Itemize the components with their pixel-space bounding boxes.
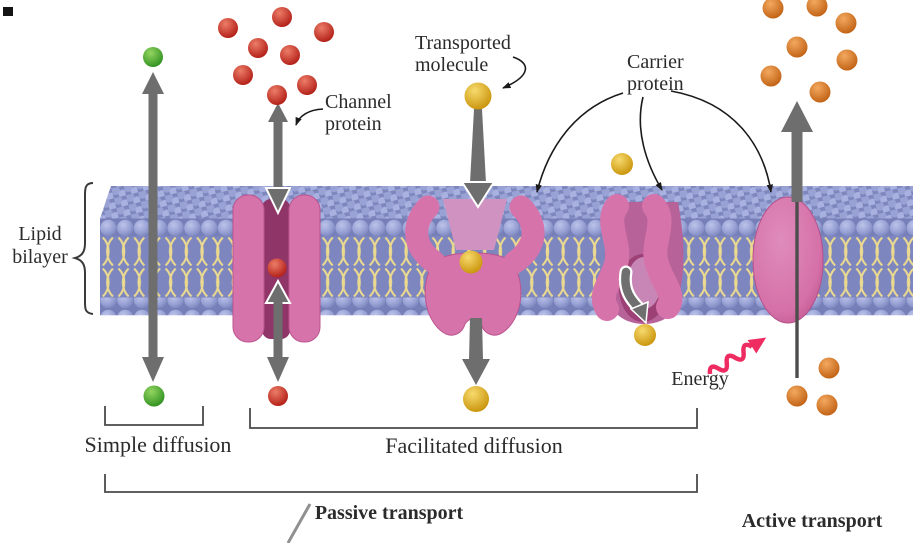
carrier-protein-open-top xyxy=(405,195,545,336)
carrier1-right-arm xyxy=(503,195,545,274)
orange-molecule-cluster-bottom xyxy=(786,357,840,416)
channel-lower-arrow-icon xyxy=(264,278,292,382)
red-molecule-in-channel xyxy=(267,258,287,278)
green-molecules xyxy=(143,47,165,407)
simple-diffusion-bracket xyxy=(104,406,204,426)
yellow-molecule-in-carrier xyxy=(459,250,483,274)
carrier-protein-pointer-arrow-right xyxy=(670,90,773,193)
energy-arrow-icon xyxy=(707,337,767,375)
carrier2-left-lobe xyxy=(591,194,630,321)
channel-right-lobe xyxy=(288,194,321,343)
carrier1-back-wall xyxy=(443,199,507,250)
pump-protein xyxy=(752,196,824,324)
transported-molecule-label-line1: Transported xyxy=(415,32,511,54)
passive-transport-label: Passive transport xyxy=(315,502,464,524)
carrier-protein-label-line1: Carrier xyxy=(627,51,684,73)
lipid-bilayer-brace xyxy=(71,182,94,315)
transported-molecule-arrow-icon xyxy=(460,109,496,209)
lipid-bilayer-label-line1: Lipid xyxy=(18,223,61,245)
channel-protein-label-line2: protein xyxy=(325,113,382,135)
yellow-molecules xyxy=(463,82,633,412)
simple-diffusion-label: Simple diffusion xyxy=(85,432,232,457)
carrier1-exit-arrow-icon xyxy=(462,318,490,385)
carrier1-left-arm xyxy=(405,195,446,274)
active-transport-label: Active transport xyxy=(742,510,883,532)
simple-diffusion-arrow-icon xyxy=(142,72,164,382)
channel-upper-arrow-icon xyxy=(264,103,292,216)
facilitated-diffusion-label: Facilitated diffusion xyxy=(385,433,562,458)
green-molecule-bottom xyxy=(143,385,165,407)
carrier-protein-label-line2: protein xyxy=(627,73,684,95)
active-transport-arrow-icon xyxy=(781,101,813,378)
stray-pointer-line xyxy=(286,503,312,543)
orange-molecule-cluster-top xyxy=(760,0,858,103)
carrier-protein-pointer-arrow-left xyxy=(535,92,624,193)
carrier2-right-lobe xyxy=(642,194,683,319)
yellow-molecule-floating xyxy=(611,153,633,175)
transported-molecule-sphere xyxy=(464,82,492,110)
energy-label: Energy xyxy=(671,368,728,390)
red-molecule-bottom xyxy=(268,386,288,406)
facilitated-diffusion-bracket xyxy=(249,408,698,429)
yellow-molecule-bottom xyxy=(463,386,489,412)
transported-molecule-pointer-arrow xyxy=(502,56,527,89)
passive-transport-bracket xyxy=(104,474,698,493)
carrier-protein-pointer-arrow-middle xyxy=(639,96,663,191)
carrier-protein-open-bottom xyxy=(591,194,684,346)
corner-mark xyxy=(3,7,13,16)
channel-left-lobe xyxy=(232,194,265,343)
lipid-bilayer-label-line2: bilayer xyxy=(12,246,68,268)
green-molecule-top xyxy=(143,47,163,67)
text-labels: Lipid bilayer Channel protein Transporte… xyxy=(12,32,882,532)
carrier2-exit-arrowhead-icon xyxy=(629,300,649,325)
transported-molecule-label-line2: molecule xyxy=(415,54,488,76)
red-molecule-cluster xyxy=(218,7,334,105)
yellow-molecule-exiting xyxy=(634,324,656,346)
channel-protein-pointer-arrow xyxy=(295,108,324,126)
channel-protein-label-line1: Channel xyxy=(325,91,392,113)
